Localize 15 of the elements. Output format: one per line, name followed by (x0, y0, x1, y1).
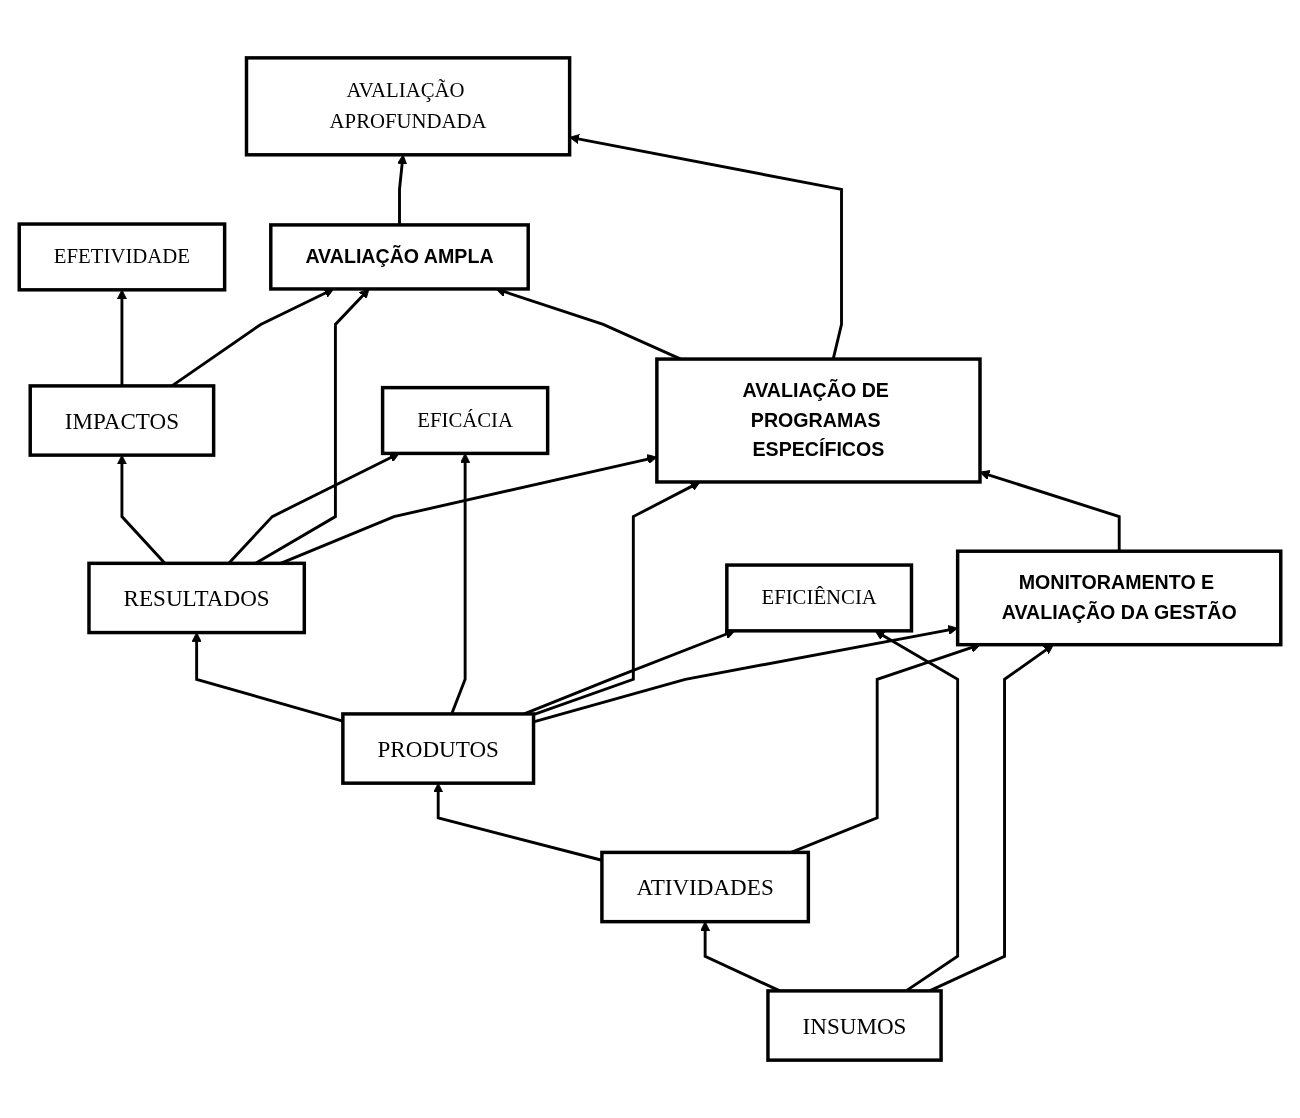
node-box: EFETIVIDADE (17, 222, 227, 292)
arrow (116, 289, 127, 386)
node-box: RESULTADOS (87, 561, 307, 635)
node-box: IMPACTOS (28, 384, 216, 457)
node-box: AVALIAÇÃO AMPLA (269, 223, 530, 291)
arrow (533, 481, 701, 717)
node-box: EFICIÊNCIA (725, 563, 914, 633)
node-box: PRODUTOS (341, 712, 536, 785)
node-box: EFICÁCIA (380, 385, 550, 456)
node-box: AVALIAÇÃO APROFUNDADA (244, 56, 572, 157)
node-box: AVALIAÇÃO DE PROGRAMAS ESPECÍFICOS (655, 357, 982, 484)
arrow (397, 154, 408, 225)
node-box: ATIVIDADES (600, 850, 811, 924)
node-box: INSUMOS (766, 989, 943, 1062)
node-box: MONITORAMENTO E AVALIAÇÃO DA GESTÃO (955, 549, 1283, 647)
